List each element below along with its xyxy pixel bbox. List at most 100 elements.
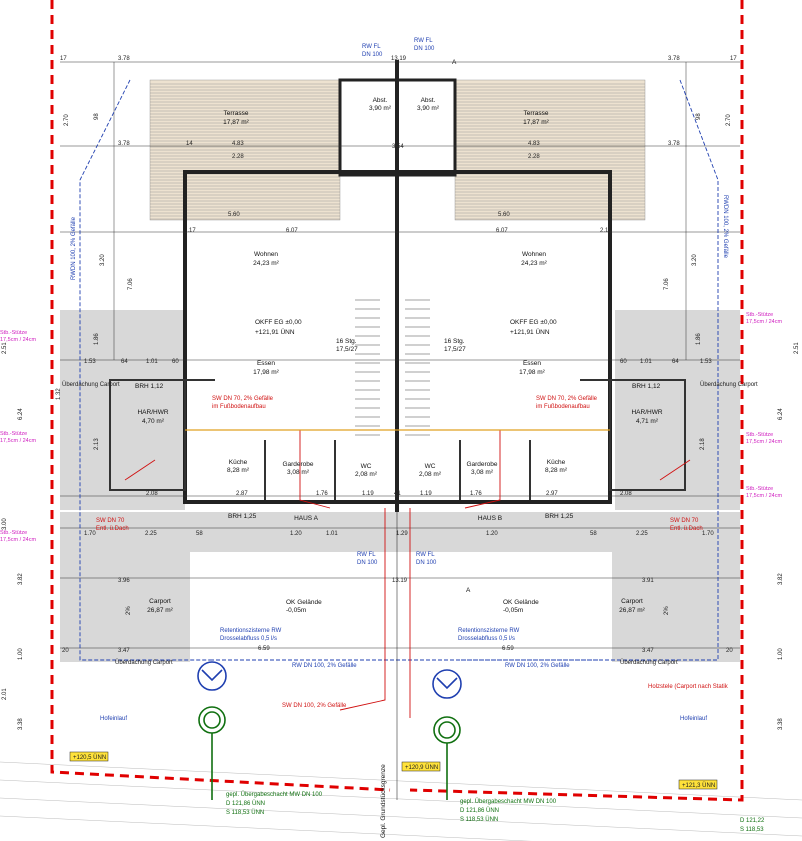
wardrobe-a-area: 3,08 m² <box>287 469 310 476</box>
boundary-label: Gepl. Grundstücksgrenze <box>380 764 387 838</box>
terrace-hatch <box>149 79 646 221</box>
sewer-lines <box>124 429 691 718</box>
brh-a-door: BRH 1,25 <box>228 513 257 520</box>
living-a-area: 24,23 m² <box>253 260 279 267</box>
dim-297-b: 2.97 <box>546 491 558 497</box>
dim-208-b: 2.08 <box>620 491 632 497</box>
dim-1319-top: 13.19 <box>391 56 407 62</box>
dim-483-a: 4.83 <box>232 141 244 147</box>
dim-378-mid-a: 3.78 <box>118 141 130 147</box>
dim-483-b: 4.83 <box>528 141 540 147</box>
dim-217-b: 2.17 <box>600 228 612 234</box>
sw70-short-b: SW DN 70 <box>670 518 699 524</box>
dim-64-b: 64 <box>672 359 679 365</box>
retention-cistern-right <box>432 669 462 699</box>
hofeinlauf-a: Hofeinlauf <box>100 716 127 722</box>
okff-a-value: +121,91 ÜNN <box>255 328 295 336</box>
stairs-a-count: 16 Stg. <box>336 338 357 345</box>
ok-gelaende-b-value: -0,05m <box>503 607 523 614</box>
dim-560-a: 5.60 <box>228 212 240 218</box>
dim-100-b: 1.00 <box>778 648 784 660</box>
dimension-lines <box>60 61 740 649</box>
dim-391: 3.91 <box>642 578 654 584</box>
dim-129: 1.29 <box>396 531 408 537</box>
property-boundary <box>50 0 744 802</box>
wc-b-area: 2,08 m² <box>419 471 442 478</box>
ok-gelaende-a-value: -0,05m <box>286 607 306 614</box>
dim-213-a: 2.13 <box>94 438 100 450</box>
hofeinlauf-b: Hofeinlauf <box>680 716 707 722</box>
dim-251-b: 2.51 <box>794 342 800 354</box>
stairs-b-count: 16 Stg. <box>444 338 465 345</box>
storage-b-name: Abst. <box>421 97 436 104</box>
dining-b-name: Essen <box>523 360 541 367</box>
dim-58-a: 58 <box>196 531 203 537</box>
dim-100-a: 1.00 <box>18 648 24 660</box>
support-b-2-size: 17,5cm / 24cm <box>746 439 782 445</box>
support-b-3: Stb.-Stütze <box>746 486 773 492</box>
dim-659-b: 6.59 <box>502 646 514 652</box>
dim-186-a: 1.86 <box>94 333 100 345</box>
okff-a-label: OKFF EG ±0,00 <box>255 319 302 326</box>
dim-270-b: 2.70 <box>726 114 732 126</box>
okff-b-value: +121,91 ÜNN <box>510 328 550 336</box>
dim-347-b: 3.47 <box>642 648 654 654</box>
dim-14-a: 14 <box>186 141 193 147</box>
holzstele-label: Holzstele (Carport nach Statik <box>648 684 729 690</box>
rw-dn100-a: RW DN 100, 2% Gefälle <box>292 663 357 669</box>
retention-b-drossel: Drosselabfluss 0,5 l/s <box>458 636 515 642</box>
level-markers <box>69 751 718 790</box>
dim-270-a: 2.70 <box>64 114 70 126</box>
dim-624-b: 6.24 <box>778 408 784 420</box>
dim-17-b: 17 <box>730 56 737 62</box>
living-b-name: Wohnen <box>522 251 546 258</box>
wardrobe-b-name: Garderobe <box>466 461 497 468</box>
dim-354: 3.54 <box>392 144 404 150</box>
staircase <box>355 299 430 436</box>
shaft-b-s: S 118,53 ÜNN <box>460 816 498 823</box>
dim-101-a: 1.01 <box>146 359 158 365</box>
dim-338-b: 3.38 <box>778 718 784 730</box>
shaft-b-label: gepl. Übergabeschacht MW DN 100 <box>460 798 557 805</box>
ent-dach-a: Entl. ü.Dach <box>96 526 129 532</box>
support-a-1: Stb.-Stütze <box>0 330 27 336</box>
carport-a-name: Carport <box>149 598 171 605</box>
ueberdachung-a: Überdachung Carport <box>62 381 120 388</box>
dim-607-a: 6.07 <box>286 228 298 234</box>
section-mark-bottom: A <box>466 587 471 594</box>
dim-119-a: 1.19 <box>362 491 374 497</box>
support-a-3-size: 17,5cm / 24cm <box>0 537 36 543</box>
kitchen-b-area: 8,28 m² <box>545 467 568 474</box>
dim-120-a: 1.20 <box>290 531 302 537</box>
brh-b-door: BRH 1,25 <box>545 513 574 520</box>
dim-60-a: 60 <box>172 359 179 365</box>
retention-cistern-left <box>197 661 227 691</box>
dim-382-b: 3.82 <box>778 573 784 585</box>
house-walls <box>183 60 612 512</box>
dim-287-a: 2.87 <box>236 491 248 497</box>
dim-153-a: 1.53 <box>84 359 96 365</box>
living-b-area: 24,23 m² <box>521 260 547 267</box>
living-a-name: Wohnen <box>254 251 278 258</box>
corner-s: S 118,53 <box>740 827 764 833</box>
ueberdachung-b-2: Überdachung Carport <box>620 659 678 666</box>
dim-228-b: 2.28 <box>528 154 540 160</box>
dim-1319-bottom: 13.19 <box>392 578 408 584</box>
dim-101-c: 1.01 <box>326 531 338 537</box>
brh-b-window: BRH 1,12 <box>632 383 661 390</box>
carport-a-area: 26,87 m² <box>147 607 173 614</box>
rw-fl-bottom-a: RW FL <box>357 552 376 558</box>
dim-153-b: 1.53 <box>700 359 712 365</box>
paved-areas <box>60 310 740 662</box>
utility-a-name: HAR/HWR <box>137 409 168 416</box>
storage-a-area: 3,90 m² <box>369 105 392 112</box>
transfer-shaft-right <box>433 716 461 800</box>
dim-396: 3.96 <box>118 578 130 584</box>
dim-41: 41 <box>394 491 401 497</box>
wardrobe-b-area: 3,08 m² <box>471 469 494 476</box>
dim-378-mid-b: 3.78 <box>668 141 680 147</box>
sw70-a-sub: im Fußbodenaufbau <box>212 404 266 410</box>
dim-225-a: 2.25 <box>145 531 157 537</box>
dim-2pct-b: 2% <box>664 606 670 615</box>
